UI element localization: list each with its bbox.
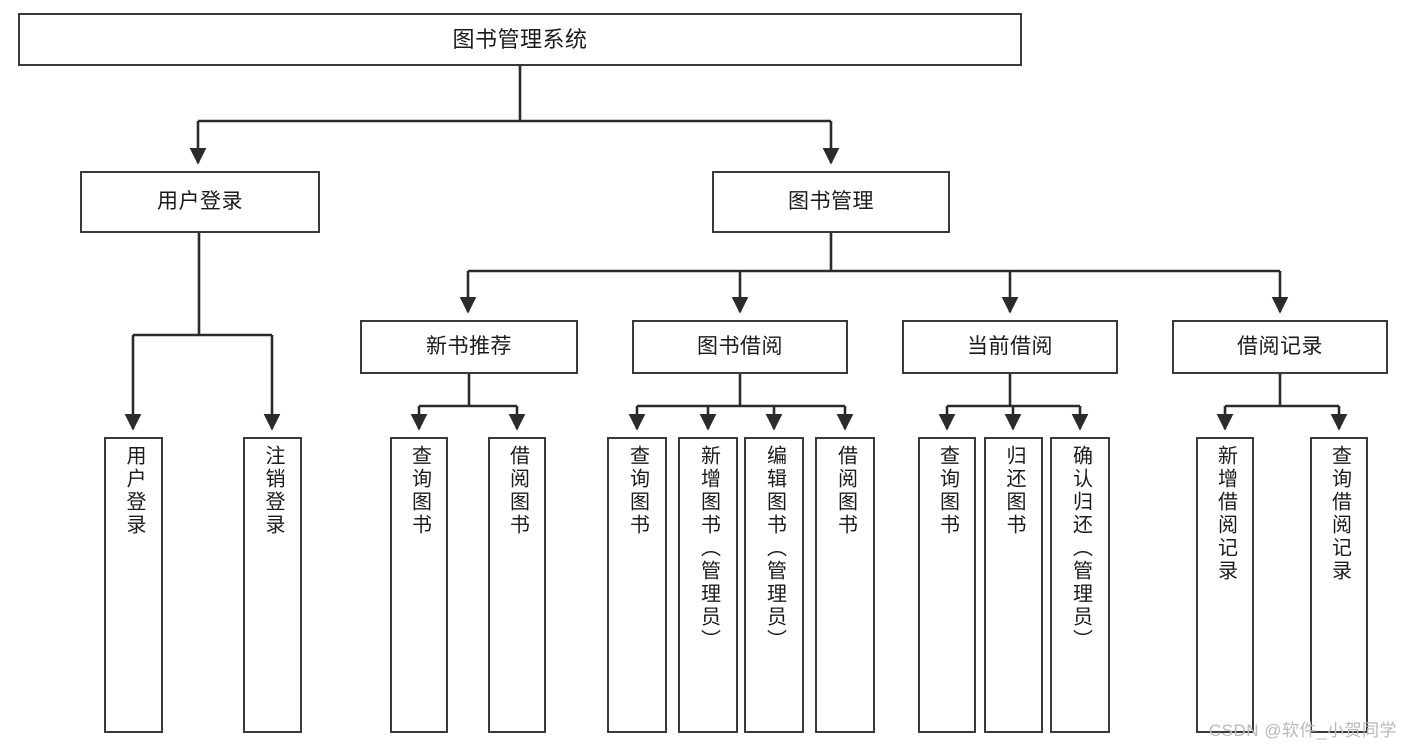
node-leaf-confirm-return[interactable]: 确认归还（管理员） [1050, 437, 1110, 733]
node-leaf-query-book-3[interactable]: 查询图书 [918, 437, 976, 733]
node-new-book-recommend-label: 新书推荐 [426, 334, 512, 358]
node-leaf-user-login[interactable]: 用户登录 [104, 437, 163, 733]
node-leaf-logout-login-label: 注销登录 [262, 445, 284, 537]
node-leaf-user-login-label: 用户登录 [123, 445, 145, 537]
node-borrow-record-label: 借阅记录 [1237, 334, 1323, 358]
node-root-label: 图书管理系统 [452, 26, 588, 52]
node-leaf-query-book-2[interactable]: 查询图书 [607, 437, 667, 733]
node-leaf-borrow-book-2[interactable]: 借阅图书 [815, 437, 875, 733]
node-leaf-borrow-book-1-label: 借阅图书 [506, 445, 529, 537]
node-leaf-query-book-1[interactable]: 查询图书 [390, 437, 448, 733]
node-leaf-borrow-book-2-label: 借阅图书 [834, 445, 857, 537]
node-user-login-label: 用户登录 [157, 189, 243, 213]
node-leaf-query-book-1-label: 查询图书 [408, 445, 431, 537]
node-leaf-confirm-return-label: 确认归还（管理员） [1069, 445, 1092, 652]
node-new-book-recommend[interactable]: 新书推荐 [360, 320, 578, 374]
node-leaf-add-book-label: 新增图书（管理员） [697, 445, 720, 652]
node-user-login[interactable]: 用户登录 [80, 171, 320, 233]
node-leaf-add-record-label: 新增借阅记录 [1214, 445, 1237, 583]
node-leaf-return-book[interactable]: 归还图书 [984, 437, 1043, 733]
node-leaf-query-book-2-label: 查询图书 [626, 445, 649, 537]
node-leaf-query-record[interactable]: 查询借阅记录 [1310, 437, 1368, 733]
node-leaf-borrow-book-1[interactable]: 借阅图书 [488, 437, 546, 733]
node-leaf-add-record[interactable]: 新增借阅记录 [1196, 437, 1254, 733]
node-leaf-return-book-label: 归还图书 [1003, 445, 1025, 537]
node-book-borrow-label: 图书借阅 [697, 334, 783, 358]
node-leaf-logout-login[interactable]: 注销登录 [243, 437, 302, 733]
node-book-borrow[interactable]: 图书借阅 [632, 320, 848, 374]
node-book-management[interactable]: 图书管理 [712, 171, 950, 233]
node-leaf-query-record-label: 查询借阅记录 [1328, 445, 1351, 583]
node-borrow-record[interactable]: 借阅记录 [1172, 320, 1388, 374]
node-root[interactable]: 图书管理系统 [18, 13, 1022, 66]
node-leaf-add-book[interactable]: 新增图书（管理员） [678, 437, 738, 733]
node-book-management-label: 图书管理 [788, 189, 874, 213]
node-current-borrow-label: 当前借阅 [967, 334, 1053, 358]
node-leaf-edit-book-label: 编辑图书（管理员） [763, 445, 786, 652]
csdn-watermark: CSDN @软件_小贺同学 [1208, 721, 1397, 740]
node-current-borrow[interactable]: 当前借阅 [902, 320, 1118, 374]
node-leaf-query-book-3-label: 查询图书 [936, 445, 959, 537]
node-leaf-edit-book[interactable]: 编辑图书（管理员） [744, 437, 804, 733]
